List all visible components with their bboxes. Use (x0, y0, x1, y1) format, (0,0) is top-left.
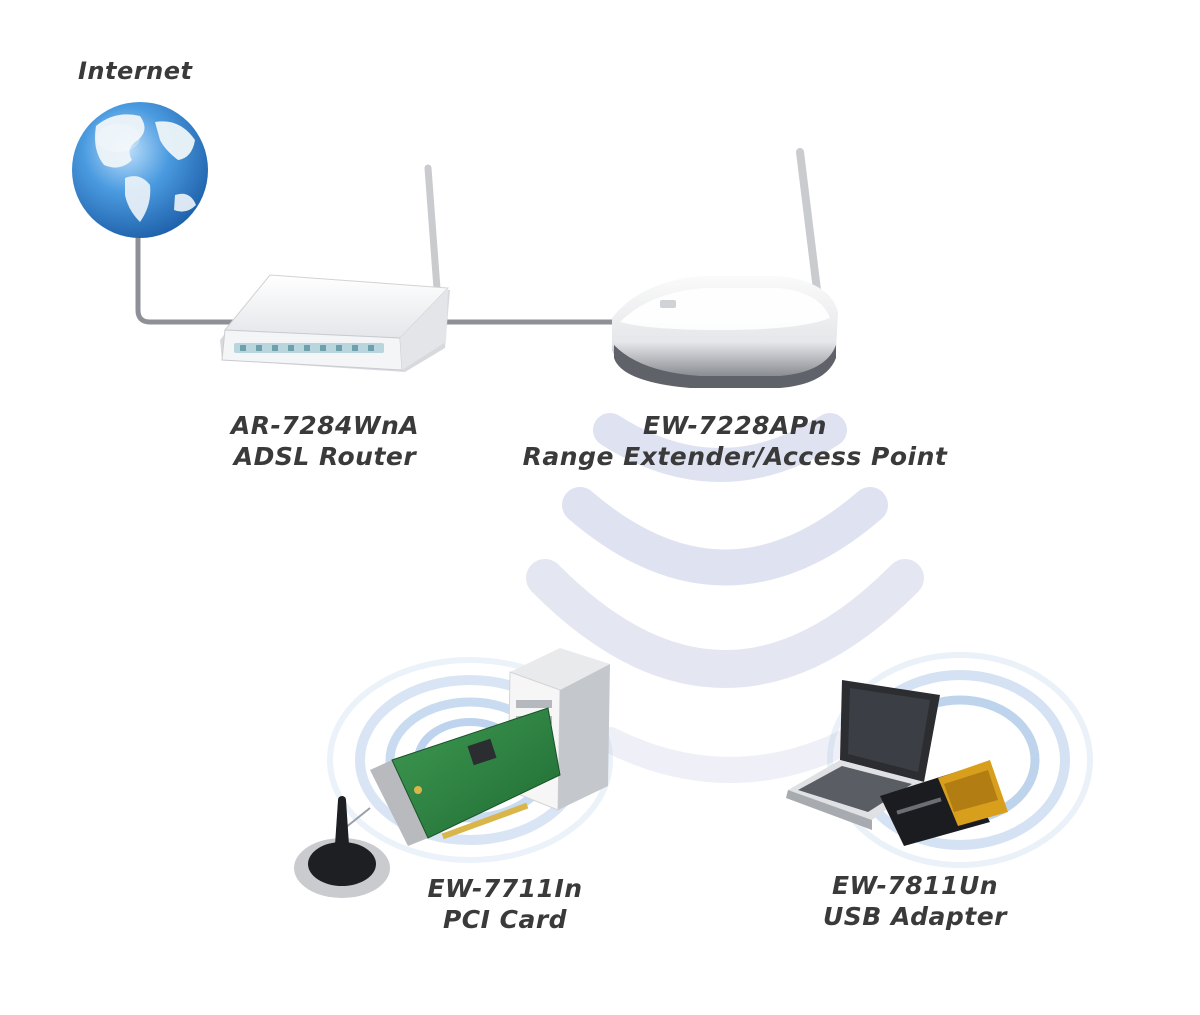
access-point-caption: EW-7228APn Range Extender/Access Point (500, 410, 970, 472)
usb-adapter-caption: EW-7811Un USB Adapter (800, 870, 1030, 932)
laptop-image (786, 680, 940, 830)
pci-card-image (344, 707, 561, 846)
router-caption: AR-7284WnA ADSL Router (200, 410, 450, 472)
usb-adapter-type: USB Adapter (822, 902, 1008, 931)
wifi-wave-1 (593, 413, 847, 482)
usb-adapter-image (880, 760, 1008, 846)
antenna-base-image (294, 796, 390, 898)
ethernet-cables (135, 225, 615, 325)
globe-icon (72, 102, 208, 238)
pci-card-model: EW-7711In (427, 874, 583, 903)
access-point-model: EW-7228APn (643, 411, 827, 440)
usb-adapter-model: EW-7811Un (831, 871, 999, 900)
access-point-type: Range Extender/Access Point (522, 442, 948, 471)
router-model: AR-7284WnA (230, 411, 420, 440)
internet-label: Internet (78, 57, 193, 85)
internet-cable (135, 225, 240, 325)
pci-card-caption: EW-7711In PCI Card (400, 873, 610, 935)
router-type: ADSL Router (233, 442, 417, 471)
access-point-image (612, 148, 838, 388)
wifi-waves (526, 413, 924, 783)
adsl-router-image (220, 164, 450, 372)
wifi-wave-3 (526, 559, 924, 688)
pci-card-type: PCI Card (442, 905, 568, 934)
wifi-wave-4 (597, 727, 863, 783)
wifi-wave-2 (562, 487, 888, 586)
